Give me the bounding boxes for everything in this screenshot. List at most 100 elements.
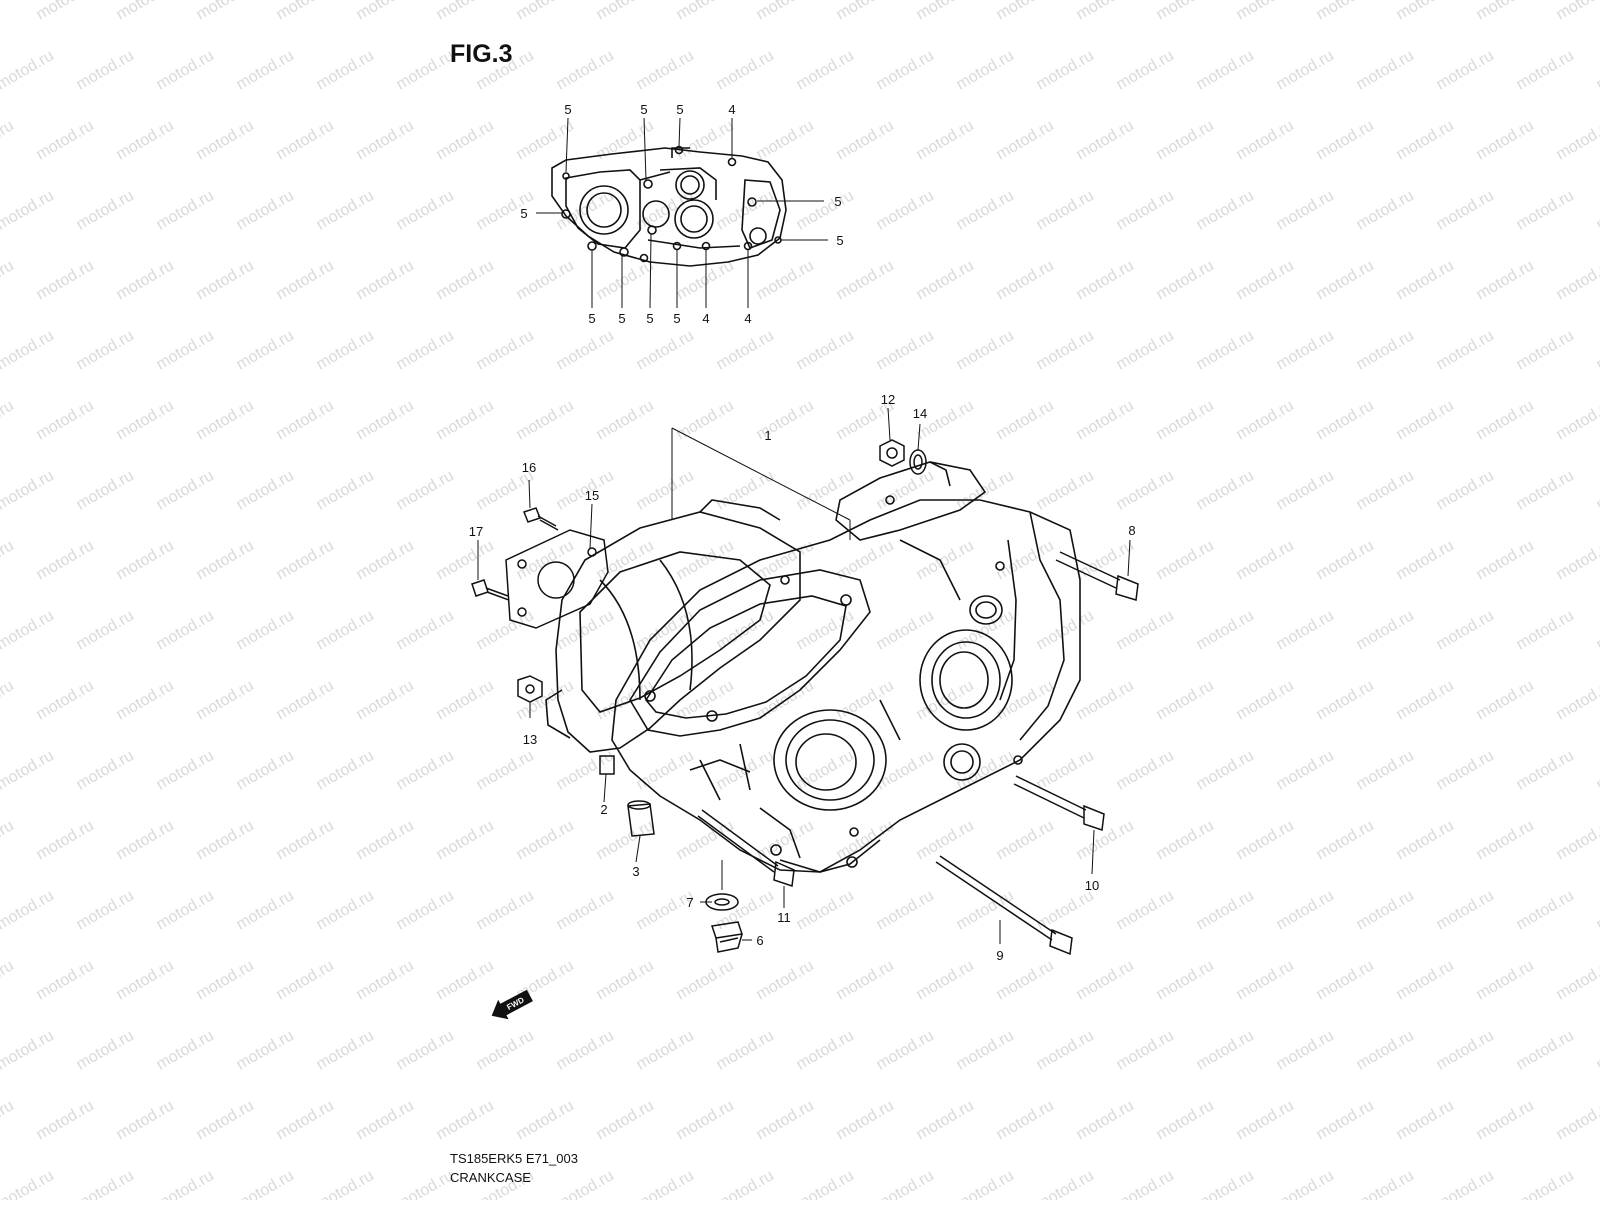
watermark-text: motod.ru <box>194 117 257 163</box>
watermark-text: motod.ru <box>1034 47 1097 93</box>
main-callout: 7 <box>686 895 693 910</box>
watermark-text: motod.ru <box>1114 887 1177 933</box>
watermark-text: motod.ru <box>754 0 817 23</box>
watermark-text: motod.ru <box>1594 747 1600 793</box>
watermark-text: motod.ru <box>234 1027 297 1073</box>
watermark-text: motod.ru <box>834 0 897 23</box>
watermark-text: motod.ru <box>274 397 337 443</box>
watermark-text: motod.ru <box>1514 187 1577 233</box>
watermark-text: motod.ru <box>354 117 417 163</box>
watermark-text: motod.ru <box>1514 887 1577 933</box>
main-callout: 12 <box>881 392 895 407</box>
watermark-text: motod.ru <box>714 1027 777 1073</box>
main-callout: 17 <box>469 524 483 539</box>
watermark-text: motod.ru <box>554 747 617 793</box>
watermark-text: motod.ru <box>1114 187 1177 233</box>
watermark-text: motod.ru <box>154 467 217 513</box>
watermark-text: motod.ru <box>1274 47 1337 93</box>
watermark-text: motod.ru <box>354 257 417 303</box>
watermark-text: motod.ru <box>994 957 1057 1003</box>
watermark-text: motod.ru <box>674 1097 737 1143</box>
watermark-text: motod.ru <box>1194 1167 1257 1200</box>
watermark-text: motod.ru <box>1554 257 1600 303</box>
watermark-text: motod.ru <box>714 1167 777 1200</box>
inset-callout: 4 <box>744 311 751 326</box>
watermark-text: motod.ru <box>1594 607 1600 653</box>
watermark-text: motod.ru <box>1514 1027 1577 1073</box>
watermark-text: motod.ru <box>154 1167 217 1200</box>
watermark-text: motod.ru <box>1474 677 1537 723</box>
watermark-text: motod.ru <box>554 887 617 933</box>
watermark-text: motod.ru <box>194 0 257 23</box>
main-callout: 13 <box>523 732 537 747</box>
watermark-text: motod.ru <box>314 467 377 513</box>
watermark-text: motod.ru <box>1234 0 1297 23</box>
watermark-text: motod.ru <box>194 537 257 583</box>
watermark-text: motod.ru <box>394 47 457 93</box>
watermark-text: motod.ru <box>1434 187 1497 233</box>
main-callout: 3 <box>632 864 639 879</box>
watermark-text: motod.ru <box>0 957 17 1003</box>
watermark-text: motod.ru <box>114 957 177 1003</box>
watermark-text: motod.ru <box>1114 467 1177 513</box>
watermark-text: motod.ru <box>314 747 377 793</box>
watermark-text: motod.ru <box>434 957 497 1003</box>
watermark-text: motod.ru <box>514 817 577 863</box>
watermark-text: motod.ru <box>194 677 257 723</box>
main-callout: 16 <box>522 460 536 475</box>
watermark-text: motod.ru <box>1194 1027 1257 1073</box>
watermark-text: motod.ru <box>1354 887 1417 933</box>
watermark-text: motod.ru <box>1234 257 1297 303</box>
watermark-text: motod.ru <box>674 957 737 1003</box>
watermark-text: motod.ru <box>1314 397 1377 443</box>
watermark-text: motod.ru <box>1154 817 1217 863</box>
watermark-text: motod.ru <box>754 257 817 303</box>
watermark-text: motod.ru <box>0 677 17 723</box>
watermark-text: motod.ru <box>1514 47 1577 93</box>
watermark-text: motod.ru <box>394 1167 457 1200</box>
watermark-text: motod.ru <box>674 0 737 23</box>
watermark-text: motod.ru <box>1274 467 1337 513</box>
watermark-text: motod.ru <box>1074 1097 1137 1143</box>
watermark-text: motod.ru <box>1194 747 1257 793</box>
watermark-text: motod.ru <box>1114 327 1177 373</box>
watermark-text: motod.ru <box>794 887 857 933</box>
watermark-text: motod.ru <box>34 257 97 303</box>
watermark-text: motod.ru <box>594 817 657 863</box>
watermark-text: motod.ru <box>1274 327 1337 373</box>
watermark-text: motod.ru <box>234 747 297 793</box>
watermark-text: motod.ru <box>1194 327 1257 373</box>
watermark-text: motod.ru <box>434 677 497 723</box>
watermark-text: motod.ru <box>714 187 777 233</box>
watermark-text: motod.ru <box>274 817 337 863</box>
watermark-text: motod.ru <box>874 327 937 373</box>
watermark-text: motod.ru <box>1074 397 1137 443</box>
watermark-text: motod.ru <box>234 607 297 653</box>
watermark-text: motod.ru <box>1554 397 1600 443</box>
watermark-text: motod.ru <box>1474 817 1537 863</box>
watermark-text: motod.ru <box>514 257 577 303</box>
watermark-text: motod.ru <box>754 397 817 443</box>
watermark-text: motod.ru <box>274 677 337 723</box>
watermark-text: motod.ru <box>114 0 177 23</box>
watermark-text: motod.ru <box>1154 677 1217 723</box>
watermark-text: motod.ru <box>1234 677 1297 723</box>
watermark-text: motod.ru <box>1474 1097 1537 1143</box>
watermark-text: motod.ru <box>1354 327 1417 373</box>
watermark-text: motod.ru <box>1394 817 1457 863</box>
watermark-text: motod.ru <box>1234 117 1297 163</box>
watermark-text: motod.ru <box>1394 1097 1457 1143</box>
watermark-text: motod.ru <box>1274 187 1337 233</box>
watermark-text: motod.ru <box>874 887 937 933</box>
watermark-text: motod.ru <box>1114 47 1177 93</box>
main-callout: 1 <box>764 428 771 443</box>
watermark-text: motod.ru <box>594 957 657 1003</box>
watermark-text: motod.ru <box>514 677 577 723</box>
watermark-text: motod.ru <box>994 257 1057 303</box>
watermark-text: motod.ru <box>1114 607 1177 653</box>
watermark-text: motod.ru <box>954 47 1017 93</box>
watermark-text: motod.ru <box>1434 467 1497 513</box>
watermark-text: motod.ru <box>1434 1167 1497 1200</box>
watermark-text: motod.ru <box>1594 1027 1600 1073</box>
watermark-text: motod.ru <box>994 117 1057 163</box>
